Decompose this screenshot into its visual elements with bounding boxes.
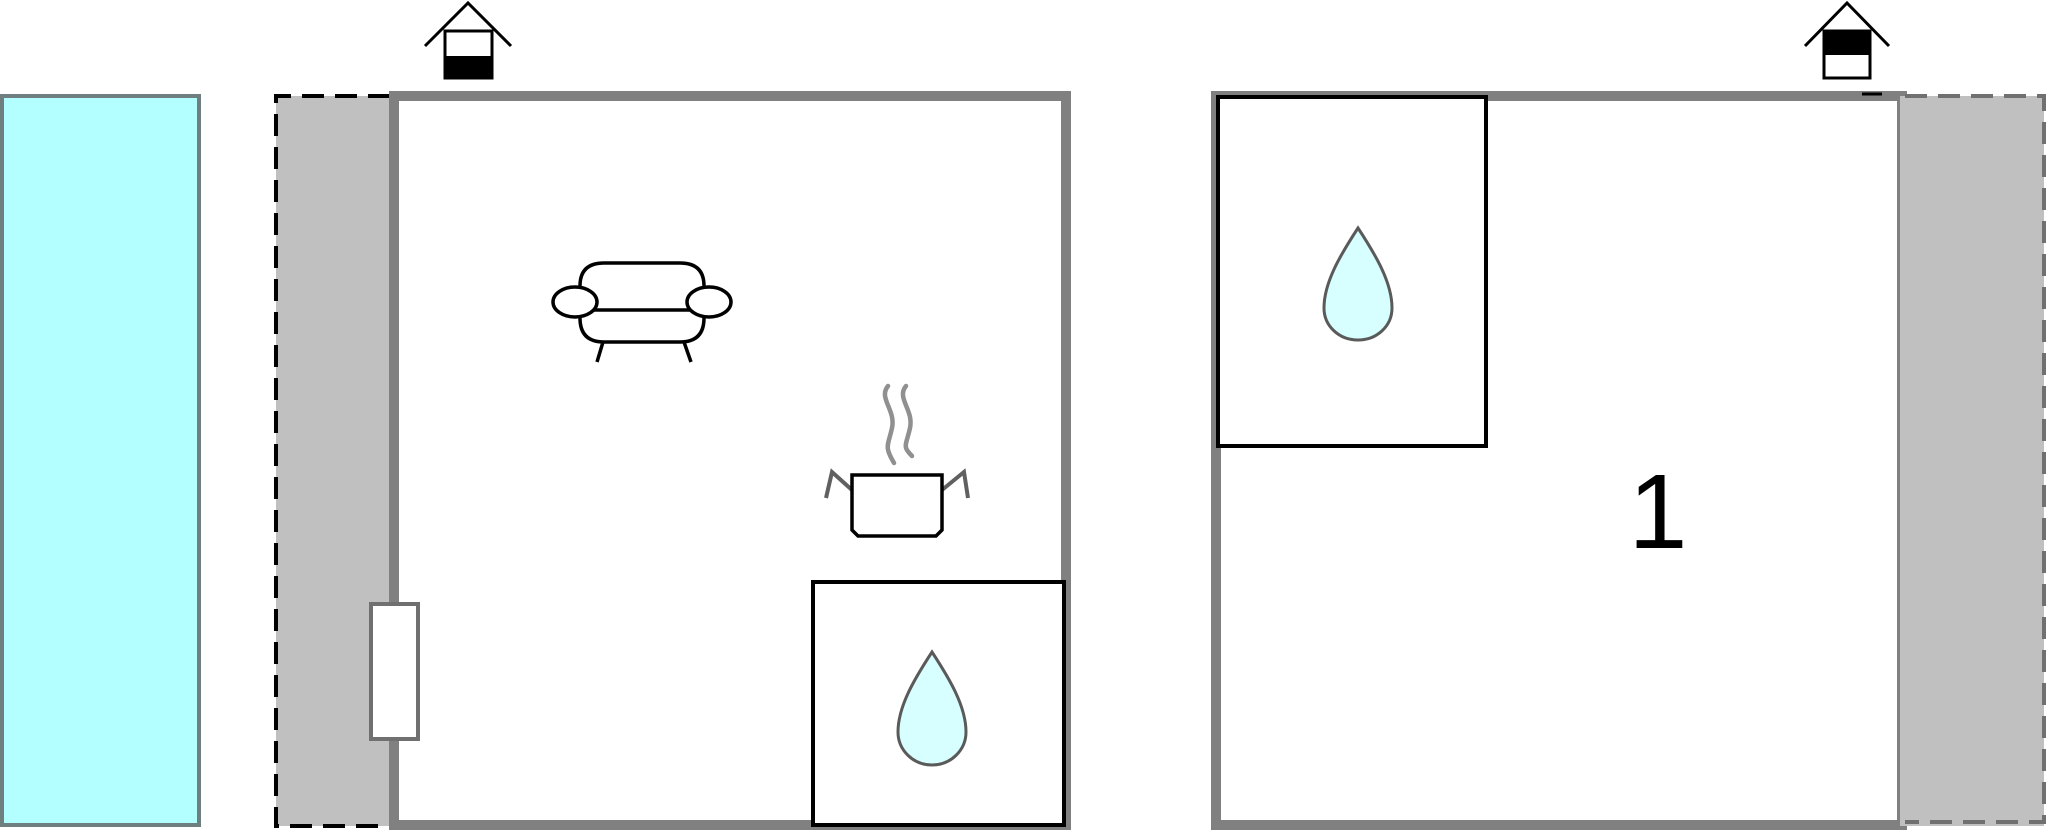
sofa-icon [551,261,733,363]
water-drop-icon [896,649,968,767]
terrace-right [1900,96,2044,826]
floor-level-icon [1803,0,1891,80]
floor-level-icon [423,0,513,80]
water-drop-icon [1322,225,1394,342]
terrace-right-dashed-edge [1905,94,2046,824]
room-number: 1 [1629,453,1688,571]
terrace-left-dashed-edge [274,94,390,828]
cooking-pot-icon [824,383,970,538]
room-b: 1 [1211,91,1907,830]
pool [0,94,201,827]
door [369,602,420,741]
